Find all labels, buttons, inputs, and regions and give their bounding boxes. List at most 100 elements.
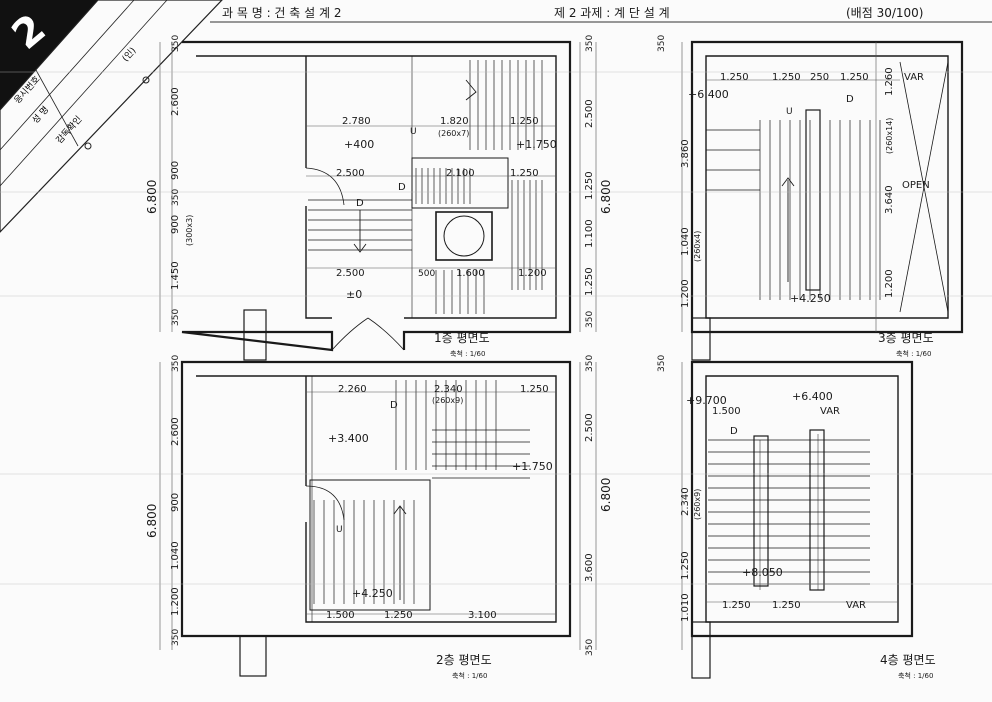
p1-h-dim: 1.250 [510, 168, 539, 179]
p3-left-dim: 3.860 [680, 139, 691, 168]
plan-2f-walls [180, 360, 572, 638]
p2-right-dim: 350 [585, 355, 595, 372]
p2-right-dim: 350 [585, 639, 595, 656]
p2-h-dim: (260x9) [432, 396, 463, 405]
p1-h-dim: 1.600 [456, 268, 485, 279]
plan-4f-scale: 축척 : 1/60 [898, 671, 933, 680]
p1-down-mark: D [398, 182, 406, 193]
sheet-header: 과 목 명 : 건 축 설 계 2 제 2 과제 : 계 단 설 계 (배점 3… [0, 0, 992, 24]
score-label: (배점 30/100) [846, 6, 924, 20]
p3-right-dim: 1.260 [884, 67, 895, 96]
p3-var-label: VAR [904, 72, 924, 83]
p4-h-dim: 1.250 [722, 600, 751, 611]
p1-up-mark: U [410, 127, 417, 137]
p2-down-mark: D [390, 400, 398, 411]
p4-left-dim: 1.250 [680, 551, 691, 580]
p3-h-dim: 250 [810, 72, 829, 83]
p1-level: +400 [344, 138, 374, 151]
p2-right-dim: 2.500 [584, 413, 595, 442]
p1-left-dim: 350 [171, 309, 181, 326]
p1-right-dim: 2.500 [584, 99, 595, 128]
p4-var-label: VAR [820, 406, 840, 417]
plan-1f [181, 40, 572, 361]
p2-left-dim: 1.200 [170, 587, 181, 616]
plan-3f-walls [690, 40, 964, 334]
p1-right-dim: 350 [585, 35, 595, 52]
p3-level: +4.250 [790, 292, 831, 305]
plan-1f-title: 1층 평면도 [434, 331, 490, 345]
course-name: 과 목 명 : 건 축 설 계 2 [222, 6, 342, 20]
p4-left-dim: (260x9) [693, 489, 702, 520]
plan-4f [690, 360, 914, 679]
plan-1f-elevator [435, 211, 493, 261]
plan-3f-open-void [899, 61, 949, 313]
p1-h-dim: 500 [418, 269, 435, 279]
p2-h-dim: 2.260 [338, 384, 367, 395]
p3-h-dim: 1.250 [720, 72, 749, 83]
p1-h-dim: 1.250 [510, 116, 539, 127]
p4-h-dim: 1.250 [772, 600, 801, 611]
plan-4f-walls [690, 360, 914, 638]
plan-2f-scale: 축척 : 1/60 [452, 671, 487, 680]
p4-left-dim: 1.010 [680, 593, 691, 622]
p2-left-total: 6.800 [145, 504, 159, 538]
p2-right-total: 6.800 [599, 478, 613, 512]
p3-h-dim: 1.250 [772, 72, 801, 83]
p4-level: +6.400 [792, 390, 833, 403]
p1-h-dim: (260x7) [438, 129, 469, 138]
assignment-title: 제 2 과제 : 계 단 설 계 [554, 6, 670, 20]
p4-level: +8.050 [742, 566, 783, 579]
p1-h-dim: 2.100 [446, 168, 475, 179]
supervisor-label: 감독확인 [53, 113, 84, 146]
p2-left-dim: 350 [171, 355, 181, 372]
p1-left-dim: 900 [170, 215, 181, 234]
p1-left-dim: 900 [170, 161, 181, 180]
p2-level: +1.750 [512, 460, 553, 473]
p1-right-dim: 1.100 [584, 219, 595, 248]
dimension-lines [0, 42, 992, 650]
p2-level: +3.400 [328, 432, 369, 445]
p1-h-dim: 1.820 [440, 116, 469, 127]
p4-left-dim: 2.340 [680, 487, 691, 516]
plan-2f-title: 2층 평면도 [436, 653, 492, 667]
plan-2f [180, 360, 572, 677]
p1-left-dim: 1.450 [170, 261, 181, 290]
p3-left-dim: 1.200 [680, 279, 691, 308]
p3-h-dim: 1.250 [840, 72, 869, 83]
p3-left-dim: (260x4) [693, 231, 702, 262]
p1-left-total: 6.800 [145, 180, 159, 214]
p1-level: ±0 [346, 288, 362, 301]
p4-down-mark: D [730, 426, 738, 437]
p2-left-dim: 350 [171, 629, 181, 646]
p2-level: +4.250 [352, 587, 393, 600]
p3-up-mark: U [786, 107, 793, 117]
plan-3f-scale: 축척 : 1/60 [896, 349, 931, 358]
p4-var-label-2: VAR [846, 600, 866, 611]
p3-left-dim: 350 [657, 35, 667, 52]
p1-h-dim: 2.780 [342, 116, 371, 127]
p3-open-label: OPEN [902, 180, 930, 191]
plan-4f-title: 4층 평면도 [880, 653, 936, 667]
p2-left-dim: 1.040 [170, 541, 181, 570]
p3-down-mark: D [846, 94, 854, 105]
p1-down-mark-2: D [356, 198, 364, 209]
p1-left-dim: (300x3) [185, 215, 194, 246]
p1-right-dim: 1.250 [584, 171, 595, 200]
p2-h-dim: 1.250 [520, 384, 549, 395]
seal-label: (인) [120, 45, 138, 64]
p1-level: +1.750 [516, 138, 557, 151]
stamp-outline [0, 0, 223, 233]
p1-h-dim: 2.500 [336, 168, 365, 179]
p2-h-dim: 1.250 [384, 610, 413, 621]
p1-h-dim: 1.200 [518, 268, 547, 279]
p2-left-dim: 900 [170, 493, 181, 512]
p1-right-total: 6.800 [599, 180, 613, 214]
plan-3f-title: 3층 평면도 [878, 331, 934, 345]
p2-right-dim: 3.600 [584, 553, 595, 582]
name-label: 성 명 [30, 104, 51, 126]
p3-left-dim: 1.040 [680, 227, 691, 256]
p4-edge-dim: 350 [657, 355, 667, 372]
p2-up-mark: U [336, 525, 343, 535]
p2-h-dim: 2.340 [434, 384, 463, 395]
